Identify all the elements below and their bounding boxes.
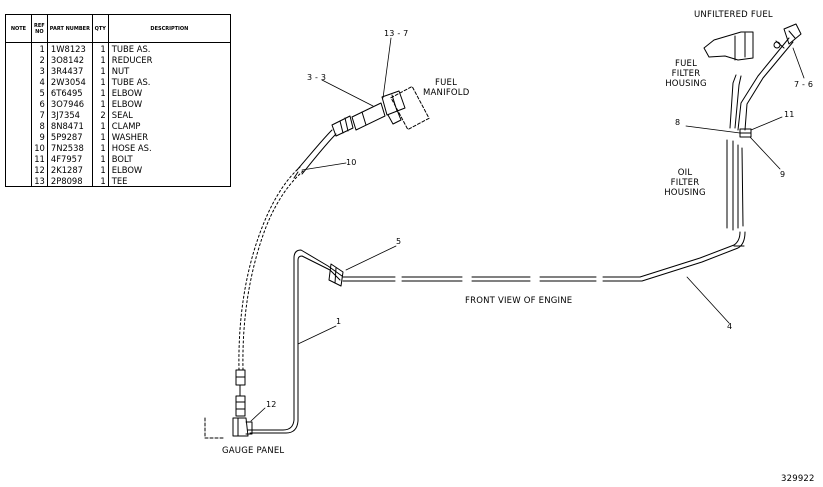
fuel-manifold-outline <box>390 85 430 131</box>
note-header: NOTE <box>5 14 32 43</box>
callout-1: 1 <box>336 317 342 326</box>
ref-no-header: REF NO <box>30 14 48 43</box>
ref-no-cell: 12 <box>30 164 48 175</box>
ref-no-cell: 8 <box>30 120 48 131</box>
part-number-cell: 4F7957 <box>46 153 93 164</box>
figure-number: 329922 <box>781 474 815 484</box>
description-cell: ELBOW <box>107 87 232 98</box>
ref-no-cell: 4 <box>30 76 48 87</box>
callout-4: 4 <box>727 322 733 331</box>
part-number-cell: 1W8123 <box>46 42 93 54</box>
part-number-cell: 3J7354 <box>46 109 93 120</box>
fuel-supply-line <box>729 37 794 131</box>
part-number-header: PART NUMBER <box>46 14 93 43</box>
ref-no-cell: 13 <box>30 175 48 187</box>
parts-table-header: NOTE REF NO PART NUMBER QTY DESCRIPTION <box>5 14 232 43</box>
description-cell: TEE <box>107 175 232 187</box>
part-number-cell: 3R4437 <box>46 65 93 76</box>
part-number-cell: 6T6495 <box>46 87 93 98</box>
ref-no-cell: 5 <box>30 87 48 98</box>
clamp-assembly <box>739 128 752 138</box>
fuel-manifold-fittings <box>331 90 406 137</box>
gauge-panel-label: GAUGE PANEL <box>222 446 285 456</box>
description-cell: TUBE AS. <box>107 76 232 87</box>
parts-table: NOTE REF NO PART NUMBER QTY DESCRIPTION … <box>5 14 232 187</box>
part-number-cell: 2W3054 <box>46 76 93 87</box>
callout-8: 8 <box>675 118 681 127</box>
part-number-cell: 7N2538 <box>46 142 93 153</box>
description-cell: CLAMP <box>107 120 232 131</box>
tube-assembly-4 <box>342 231 746 282</box>
ref-no-cell: 2 <box>30 54 48 65</box>
description-cell: REDUCER <box>107 54 232 65</box>
tube-assembly-1 <box>247 249 343 434</box>
description-cell: HOSE AS. <box>107 142 232 153</box>
leader-lines <box>250 37 805 422</box>
part-number-cell: 5P9287 <box>46 131 93 142</box>
fuel-filter-housing-label: FUEL FILTER HOUSING <box>665 59 707 89</box>
description-header: DESCRIPTION <box>107 14 232 43</box>
part-number-cell: 3O7946 <box>46 98 93 109</box>
description-cell: BOLT <box>107 153 232 164</box>
unfiltered-fuel-label: UNFILTERED FUEL <box>694 10 773 20</box>
gauge-panel-fittings <box>232 369 253 437</box>
fuel-manifold-label: FUEL MANIFOLD <box>423 78 470 98</box>
ref-no-cell: 1 <box>30 42 48 54</box>
callout-9: 9 <box>780 170 786 179</box>
ref-no-cell: 3 <box>30 65 48 76</box>
oil-filter-housing-outline <box>726 139 744 231</box>
callout-5: 5 <box>396 237 402 246</box>
ref-no-cell: 10 <box>30 142 48 153</box>
callout-7-6: 7 - 6 <box>794 80 814 89</box>
ref-no-cell: 9 <box>30 131 48 142</box>
callout-12: 12 <box>266 400 277 409</box>
part-number-cell: 2K1287 <box>46 164 93 175</box>
gauge-panel-outline <box>204 417 226 439</box>
callout-10: 10 <box>346 158 357 167</box>
ref-no-cell: 6 <box>30 98 48 109</box>
description-cell: NUT <box>107 65 232 76</box>
description-cell: ELBOW <box>107 164 232 175</box>
callout-13-7: 13 - 7 <box>384 29 409 38</box>
callout-3-3: 3 - 3 <box>307 73 327 82</box>
part-number-cell: 3O8142 <box>46 54 93 65</box>
ref-no-cell: 7 <box>30 109 48 120</box>
part-number-cell: 8N8471 <box>46 120 93 131</box>
front-view-label: FRONT VIEW OF ENGINE <box>465 296 573 306</box>
elbow-5-fitting <box>328 263 344 287</box>
description-cell: ELBOW <box>107 98 232 109</box>
fuel-filter-housing-outline <box>703 23 802 61</box>
description-cell: SEAL <box>107 109 232 120</box>
oil-filter-housing-label: OIL FILTER HOUSING <box>664 168 706 198</box>
callout-11: 11 <box>784 110 795 119</box>
hose-assembly-10 <box>238 129 337 371</box>
description-cell: WASHER <box>107 131 232 142</box>
description-cell: TUBE AS. <box>107 42 232 54</box>
ref-no-cell: 11 <box>30 153 48 164</box>
part-number-cell: 2P8098 <box>46 175 93 187</box>
